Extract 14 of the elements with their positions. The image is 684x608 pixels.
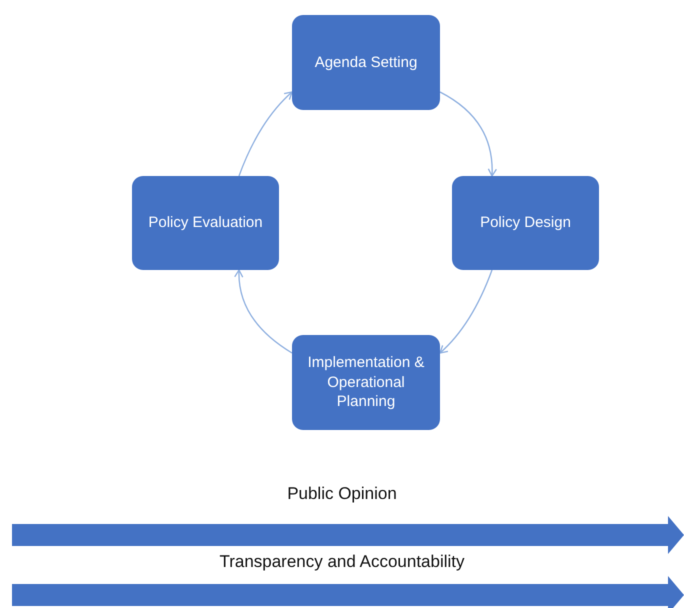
arrow-caption: Public Opinion xyxy=(287,484,397,504)
step-label: Implementation & Operational Planning xyxy=(306,353,426,412)
process-box xyxy=(452,176,599,270)
process-box xyxy=(292,335,440,430)
curved-arrow xyxy=(440,91,497,177)
step-label: Policy Evaluation xyxy=(148,213,263,233)
process-box xyxy=(132,176,279,270)
curved-arrow xyxy=(234,269,292,354)
step-label: Policy Design xyxy=(480,213,571,233)
curved-arrow xyxy=(238,91,293,176)
arrow-caption: Transparency and Accountability xyxy=(219,552,465,572)
step-label: Agenda Setting xyxy=(314,52,418,72)
curved-arrow xyxy=(439,270,493,354)
process-box xyxy=(292,15,440,110)
